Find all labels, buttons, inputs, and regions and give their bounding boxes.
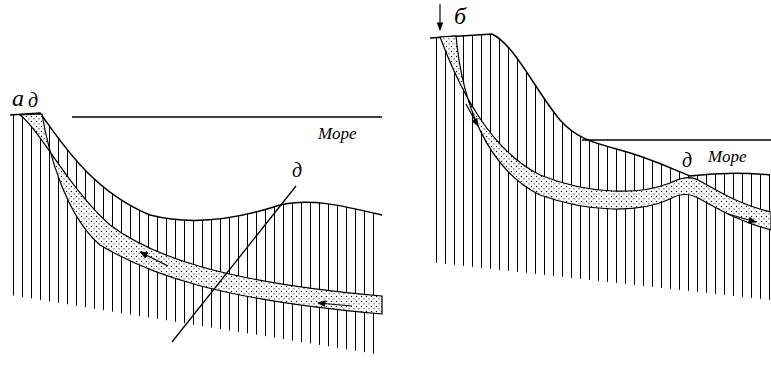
panel-letter: а — [10, 86, 26, 110]
panel-b — [430, 4, 771, 300]
sea-level — [582, 139, 771, 141]
ground-surface — [10, 113, 382, 220]
ground-surface — [430, 34, 770, 176]
rock-hatching — [10, 113, 382, 355]
sea-level — [72, 116, 382, 118]
aquifer-band — [20, 114, 382, 314]
sea-label: Море — [706, 148, 748, 165]
spring-mark: д — [290, 160, 304, 180]
panel-letter: б — [452, 4, 468, 28]
spring-mark: д — [680, 150, 694, 170]
flow-arrow — [466, 104, 478, 126]
sea-label: Море — [316, 125, 358, 142]
aquifer-band — [440, 36, 771, 230]
panel-a — [10, 113, 382, 355]
flow-arrow — [728, 214, 756, 222]
flow-arrow — [318, 303, 352, 306]
spring-mark: д — [26, 90, 40, 110]
flow-arrow — [439, 4, 440, 30]
rock-hatching — [430, 34, 770, 300]
fault-line — [172, 186, 296, 342]
flow-arrow — [140, 252, 168, 266]
